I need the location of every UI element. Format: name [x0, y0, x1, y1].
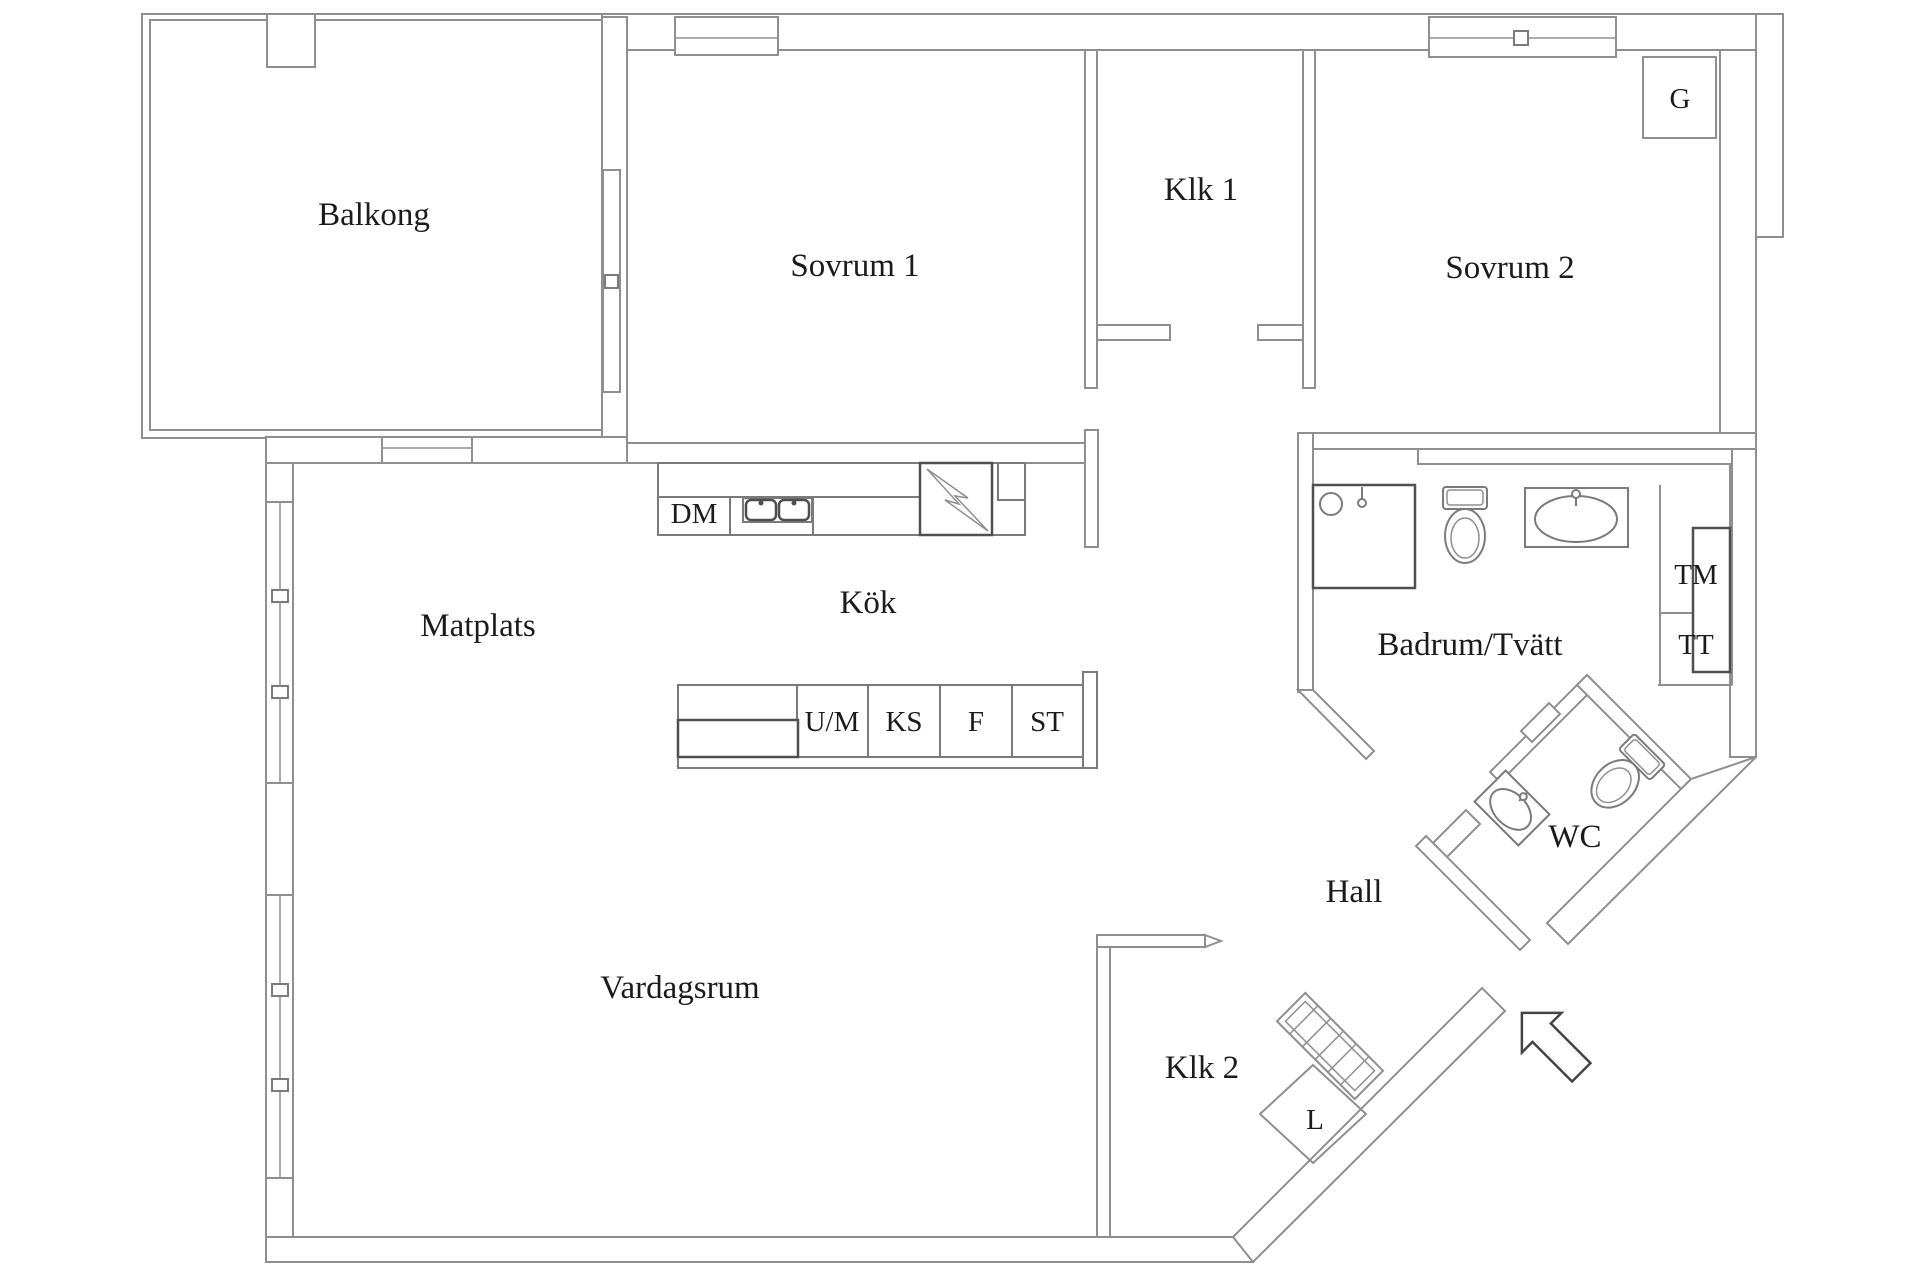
- wall: [626, 442, 1088, 464]
- diagonal-wall: [1231, 986, 1507, 1264]
- wall: [1417, 448, 1733, 465]
- room-label-klk2: Klk 2: [1165, 1050, 1239, 1086]
- label-l: L: [1306, 1104, 1324, 1136]
- room-label-sovrum2: Sovrum 2: [1445, 250, 1574, 286]
- room-label-balkong: Balkong: [318, 197, 430, 233]
- wall: [265, 1236, 1254, 1263]
- stove-icon: [918, 461, 994, 537]
- wall: [1297, 432, 1757, 450]
- label-ks: KS: [885, 706, 922, 738]
- interior-walls: [265, 16, 1757, 1238]
- wall: [1297, 432, 1314, 693]
- toilet-icon: [1590, 733, 1666, 809]
- room-label-matplats: Matplats: [420, 608, 535, 644]
- balcony-pillar: [266, 13, 316, 68]
- kitchen-island: [676, 671, 1098, 769]
- entry-arrow-icon: [1520, 1011, 1593, 1084]
- label-tm: TM: [1674, 559, 1718, 591]
- wall: [1755, 13, 1784, 238]
- diagonal-wall: [1545, 756, 1757, 946]
- room-label-wc: WC: [1548, 819, 1601, 855]
- window: [674, 16, 779, 56]
- window: [1519, 701, 1562, 744]
- room-label-kok: Kök: [840, 585, 897, 621]
- wall: [1096, 324, 1171, 341]
- washer-dryer-box: [1691, 526, 1732, 674]
- sink-double-basin-icon: [742, 497, 813, 523]
- wall: [1084, 49, 1098, 389]
- diagonal-wall: [1295, 689, 1376, 761]
- wall: [1302, 49, 1316, 389]
- exterior-walls: [265, 13, 1784, 1264]
- label-um: U/M: [805, 706, 860, 738]
- closet-g-box: [1642, 56, 1717, 139]
- wall: [265, 1177, 294, 1238]
- room-label-badrum: Badrum/Tvätt: [1377, 627, 1562, 663]
- washbasin-icon: [1473, 769, 1551, 847]
- kitchen-wall-counter: [657, 461, 1026, 537]
- room-label-sovrum1: Sovrum 1: [790, 248, 919, 284]
- wall: [1719, 49, 1757, 448]
- label-f: F: [968, 706, 984, 738]
- stairs-icon: [1275, 991, 1385, 1101]
- label-dm: DM: [671, 498, 718, 530]
- room-label-vardagsrum: Vardagsrum: [600, 970, 760, 1006]
- shower-icon: [1311, 483, 1417, 590]
- wall: [1257, 324, 1304, 341]
- top-windows: [674, 16, 1617, 58]
- island-cabinet: [676, 718, 800, 759]
- wc-room: [1414, 673, 1693, 952]
- wall: [1729, 446, 1757, 758]
- wall: [1096, 946, 1111, 1238]
- room-label-klk1: Klk 1: [1164, 172, 1238, 208]
- window-mullion: [271, 1078, 289, 1092]
- room-label-hall: Hall: [1326, 874, 1383, 910]
- room-labels: Balkong Sovrum 1 Klk 1 Sovrum 2 G DM Kök…: [318, 83, 1718, 1136]
- window-mullion: [1513, 30, 1529, 46]
- room-label-g: G: [1670, 83, 1691, 115]
- elevator-icon: [1258, 1063, 1368, 1165]
- toilet-icon: [1442, 486, 1488, 564]
- wall: [1096, 934, 1206, 948]
- window-mullion: [271, 589, 289, 603]
- door-jamb: [1084, 429, 1099, 548]
- label-st: ST: [1030, 706, 1064, 738]
- window-mullion: [271, 983, 289, 997]
- wall-point-cap: [1204, 933, 1224, 949]
- counter-cabinet: [997, 462, 1026, 501]
- washbasin-icon: [1524, 487, 1629, 548]
- diagonal-wall: [1414, 834, 1532, 952]
- label-tt: TT: [1678, 629, 1714, 661]
- bathroom-fixtures: [1311, 483, 1732, 674]
- window: [381, 436, 473, 464]
- window-mullion: [271, 685, 289, 699]
- window-mullion: [604, 274, 619, 289]
- wall: [265, 782, 294, 896]
